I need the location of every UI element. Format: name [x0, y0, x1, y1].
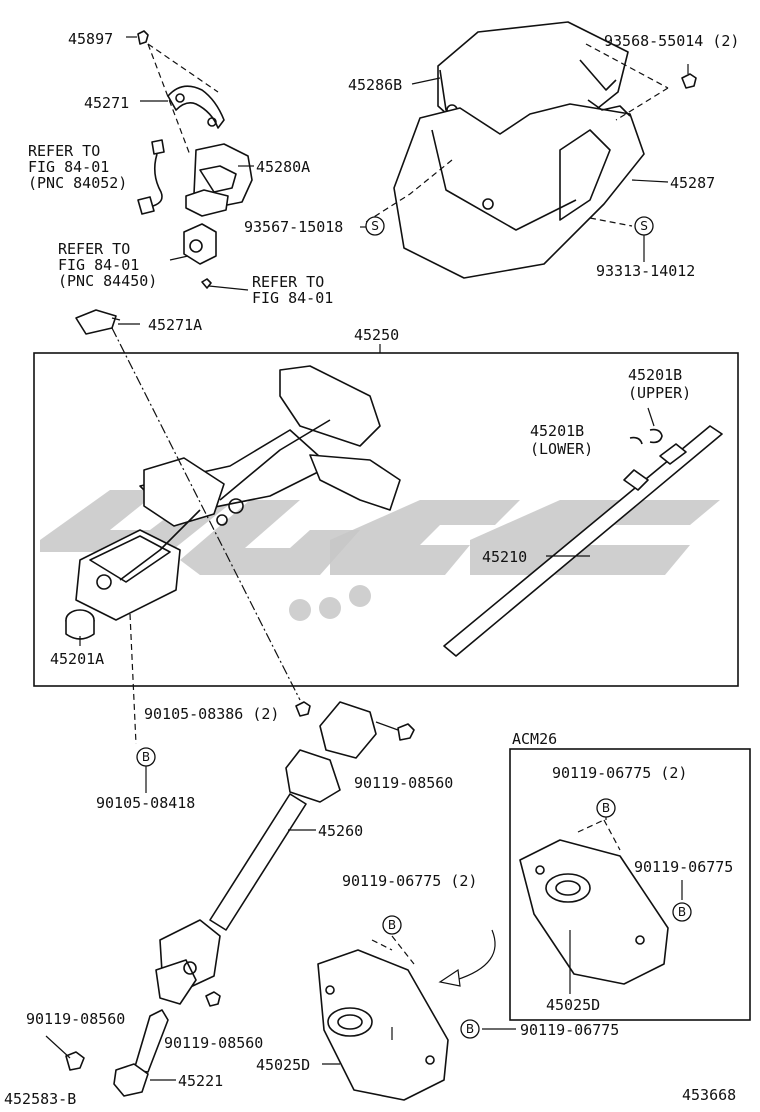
label-refer-84450-line2: FIG 84-01 [58, 256, 139, 274]
label-45210: 45210 [482, 548, 527, 566]
shaft-45210-part [443, 425, 723, 657]
bracket-45271-part [140, 85, 225, 129]
marker-b-acm26-right: B [672, 902, 692, 922]
label-90119-08560-left: 90119-08560 [26, 1010, 125, 1028]
label-refer-84450-line1: REFER TO [58, 240, 130, 258]
column-assembly-box [33, 352, 739, 687]
svg-text:B: B [142, 750, 150, 764]
marker-b-90119-06775-2: B [382, 915, 402, 935]
label-45025D-box: 45025D [546, 996, 600, 1014]
svg-text:S: S [371, 219, 379, 233]
variant-arrow-head [438, 968, 461, 987]
screw-93568-part [681, 64, 697, 89]
bolt-90119-08560-top-part [375, 721, 415, 741]
tab-45271A-part [75, 309, 140, 335]
svg-text:B: B [388, 918, 396, 932]
screw-45897-part [126, 30, 149, 45]
label-45250: 45250 [354, 326, 399, 344]
marker-s-93567: S [365, 216, 385, 236]
label-45286B: 45286B [348, 76, 402, 94]
bushing-45201A-part [65, 609, 95, 646]
label-93313-14012: 93313-14012 [596, 262, 695, 280]
label-45025D: 45025D [256, 1056, 310, 1074]
label-90119-08560-top: 90119-08560 [354, 774, 453, 792]
acm26-box [509, 748, 751, 1021]
label-45201A: 45201A [50, 650, 104, 668]
switch-84052-part [137, 139, 165, 215]
marker-b-acm26-top: B [596, 798, 616, 818]
label-93567-15018: 93567-15018 [244, 218, 343, 236]
label-452583-B: 452583-B [4, 1090, 76, 1108]
label-90119-06775-2: 90119-06775 (2) [342, 872, 477, 890]
svg-text:B: B [466, 1022, 474, 1036]
lower-cover-45287-part [393, 99, 669, 279]
label-45287: 45287 [670, 174, 715, 192]
label-90119-06775: 90119-06775 [520, 1021, 619, 1039]
label-refer-84052-line3: (PNC 84052) [28, 174, 127, 192]
label-93568-55014: 93568-55014 (2) [604, 32, 739, 50]
bolt-90119-08560-left-part [65, 1051, 85, 1071]
label-45271: 45271 [84, 94, 129, 112]
label-90119-06775-box: 90119-06775 [634, 858, 733, 876]
label-90119-08560-mid: 90119-08560 [164, 1034, 263, 1052]
label-45221: 45221 [178, 1072, 223, 1090]
lock-housing-45280A-part [185, 143, 254, 217]
label-90119-06775-2-box: 90119-06775 (2) [552, 764, 687, 782]
joint-45221-part [113, 1009, 176, 1097]
watermark-logo [40, 490, 720, 621]
hole-cover-45025D-part [317, 949, 449, 1101]
variant-arrow [455, 929, 496, 981]
label-45280A: 45280A [256, 158, 310, 176]
intermediate-shaft-45260-part [155, 701, 377, 1005]
marker-b-90105-08418: B [136, 747, 156, 767]
label-refer-84052-line2: FIG 84-01 [28, 158, 109, 176]
label-45201B-upper-line1: 45201B [628, 366, 682, 384]
marker-b-90119-06775: B [460, 1019, 480, 1039]
svg-text:B: B [602, 801, 610, 815]
label-45201B-lower-line2: (LOWER) [530, 440, 593, 458]
label-45897: 45897 [68, 30, 113, 48]
label-45271A: 45271A [148, 316, 202, 334]
hole-cover-45025D-acm26-part [519, 839, 669, 994]
bolt-90119-08560-mid-part [205, 991, 221, 1007]
marker-s-93313: S [634, 216, 654, 236]
switch-84450-part [169, 223, 217, 265]
svg-text:S: S [640, 219, 648, 233]
label-45260: 45260 [318, 822, 363, 840]
label-refer-84450-line3: (PNC 84450) [58, 272, 157, 290]
pin-part [201, 278, 249, 291]
label-acm26: ACM26 [512, 730, 557, 748]
svg-text:B: B [678, 905, 686, 919]
label-45201B-upper-line2: (UPPER) [628, 384, 691, 402]
figure-number: 453668 [682, 1086, 736, 1104]
bolt-90105-08386-part [295, 701, 311, 717]
label-90105-08386: 90105-08386 (2) [144, 705, 279, 723]
label-45201B-lower-line1: 45201B [530, 422, 584, 440]
label-refer-plain-line1: REFER TO [252, 273, 324, 291]
label-90105-08418: 90105-08418 [96, 794, 195, 812]
clip-45201B-part [629, 407, 663, 445]
label-refer-plain-line2: FIG 84-01 [252, 289, 333, 307]
label-refer-84052-line1: REFER TO [28, 142, 100, 160]
